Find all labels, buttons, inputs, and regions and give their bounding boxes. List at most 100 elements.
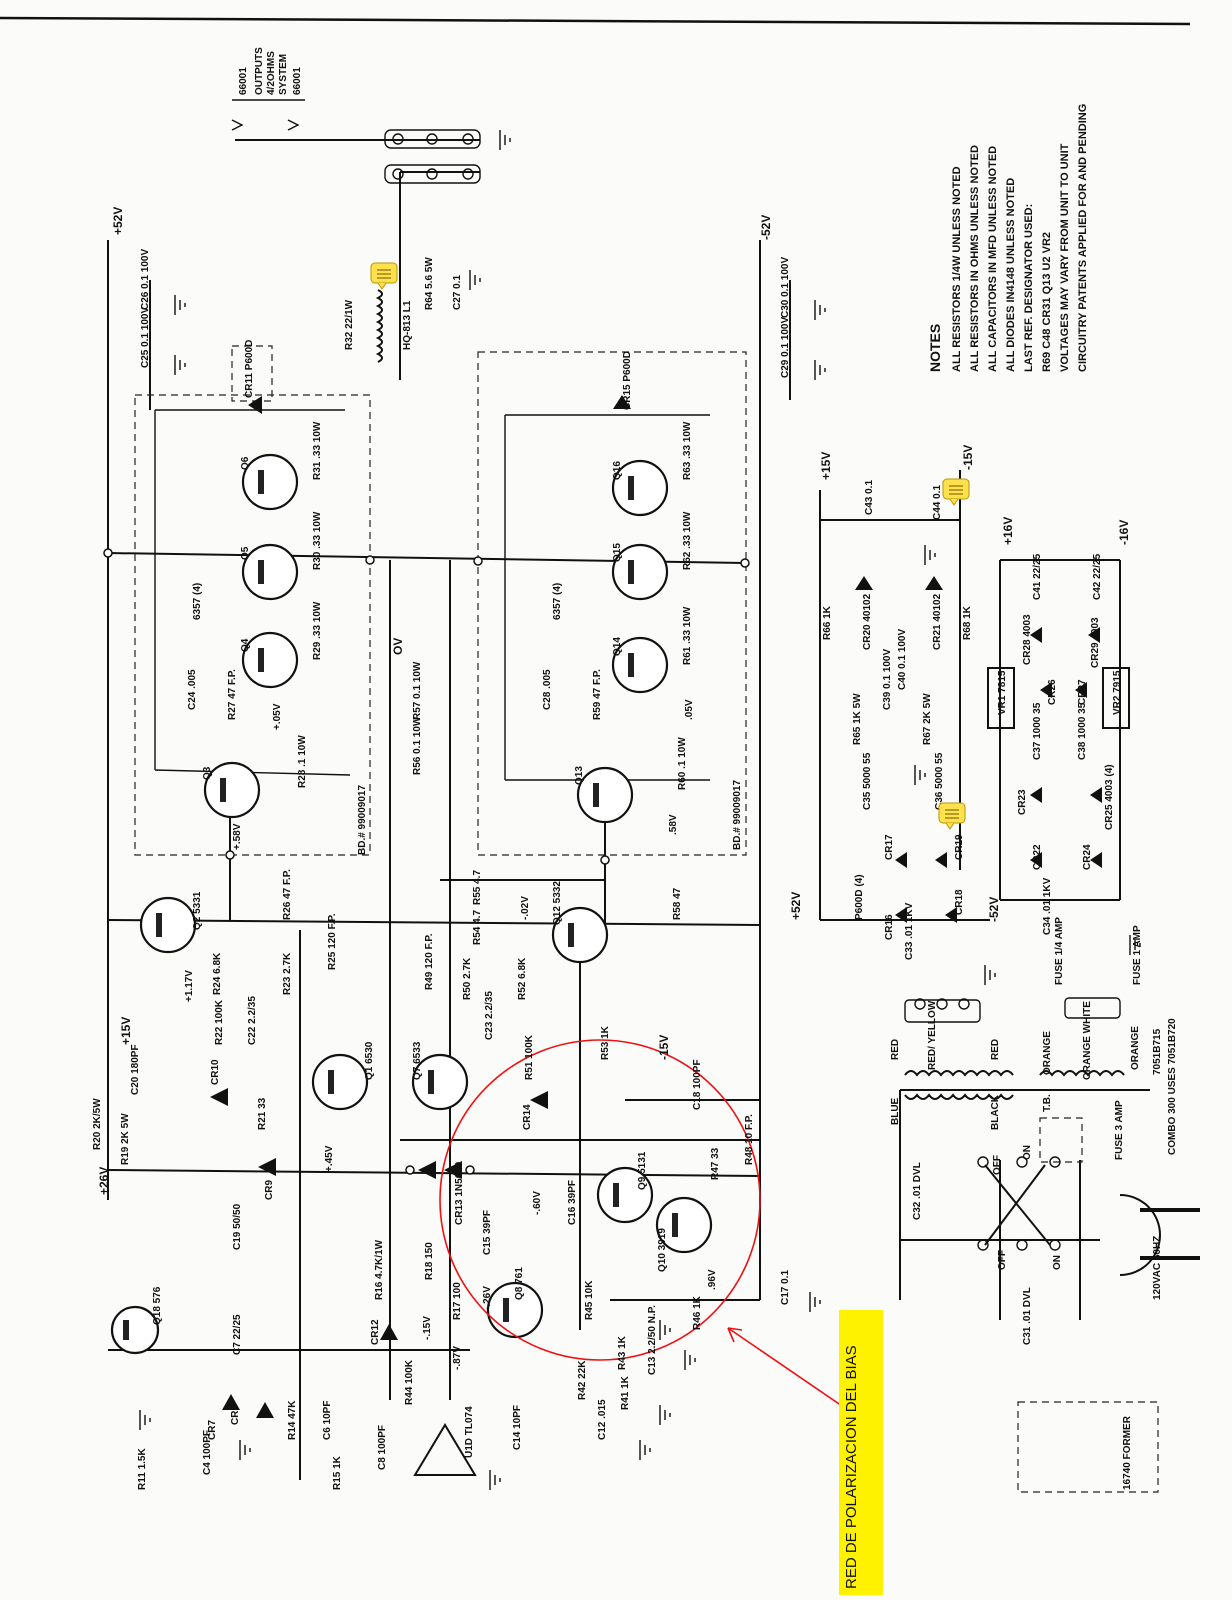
label-neg52b: -52V [987, 897, 1001, 922]
label-vr2: VR2 7915 [1112, 670, 1123, 715]
label-v15m: -.15V [422, 1316, 433, 1340]
label-on1: ON [1022, 1145, 1033, 1160]
comment-marker-icon[interactable] [370, 262, 398, 290]
label-q15: Q15 [612, 543, 623, 562]
label-cr22: CR22 [1032, 844, 1043, 870]
label-v05b: .05V [684, 699, 695, 720]
label-c25: C25 0.1 100V [140, 307, 151, 368]
label-q6357a: 6357 (4) [192, 583, 203, 620]
label-r64: R64 5.6 5W [424, 257, 435, 310]
label-r32: R32 22/1W [344, 299, 355, 350]
label-orange2: ORANGE [1130, 1026, 1141, 1070]
label-v87: -.87V [452, 1346, 463, 1370]
label-r41: R41 1K [620, 1375, 631, 1410]
label-c4: C4 100PF [202, 1430, 213, 1475]
label-r25: R25 120 F.P. [327, 913, 338, 970]
label-r44: R44 100K [404, 1359, 415, 1405]
label-c39: C39 0.1 100V [882, 649, 893, 710]
comment-marker-icon[interactable] [942, 478, 970, 506]
label-neg15: -15V [657, 1035, 671, 1060]
label-r53: R53 1K [600, 1025, 611, 1060]
label-former: 16740 FORMER [1122, 1415, 1133, 1490]
label-neg15b: -15V [961, 445, 975, 470]
bias-network-highlight [439, 1039, 761, 1361]
label-r22: R22 100K [214, 999, 225, 1045]
label-c44: C44 0.1 [932, 485, 943, 520]
label-cr17: CR17 [884, 834, 895, 860]
label-c31: C31 .01 DVL [1022, 1287, 1033, 1345]
label-v60: -.60V [532, 1191, 543, 1215]
label-u1: U1D TL074 [464, 1406, 475, 1458]
label-cr15: CR15 P600D [622, 351, 633, 410]
label-r27: R27 47 F.P. [227, 669, 238, 720]
label-r61: R61 .33 10W [682, 606, 693, 665]
label-r43: R43 1K [617, 1335, 628, 1370]
label-c8: C8 100PF [377, 1425, 388, 1470]
label-c17: C17 0.1 [780, 1270, 791, 1305]
label-r65: R65 1K 5W [852, 693, 863, 745]
label-orangewhite: ORANGE WHITE [1082, 1001, 1093, 1080]
label-c15a: C15 39PF [482, 1210, 493, 1255]
speaker-line-2: OUTPUTS [254, 47, 265, 95]
label-l1: HQ-813 L1 [402, 300, 413, 350]
label-r23: R23 2.7K [282, 952, 293, 995]
notes-line-6: R69 C48 CR31 Q13 U2 VR2 [1041, 232, 1053, 372]
label-q8: Q8 761 [514, 1267, 525, 1300]
label-r17: R17 100 [452, 1282, 463, 1320]
label-v26: -.26V [482, 1286, 493, 1310]
label-p600d: P600D (4) [854, 874, 865, 920]
label-c29: C29 0.1 100V [780, 317, 791, 378]
label-cr24: CR24 [1082, 844, 1093, 870]
label-r54: R54 4.7 [472, 910, 483, 945]
notes-line-7: VOLTAGES MAY VARY FROM UNIT TO UNIT [1059, 143, 1071, 372]
label-black: BLACK [990, 1094, 1001, 1130]
label-r56: R56 0.1 10W [412, 716, 423, 775]
label-v02: -.02V [520, 896, 531, 920]
label-combo: COMBO 300 USES 7051B720 [1167, 1018, 1178, 1155]
notes-block: NOTES ALL RESISTORS 1/4W UNLESS NOTED AL… [927, 104, 1089, 372]
notes-line-5: LAST REF. DESIGNATOR USED: [1023, 204, 1035, 372]
notes-title: NOTES [927, 324, 943, 372]
label-neg52: -52V [759, 215, 773, 240]
label-r31: R31 .33 10W [312, 421, 323, 480]
transformer-box [1017, 1401, 1159, 1493]
label-r68: R68 1K [962, 605, 973, 640]
label-r52: R52 6.8K [517, 957, 528, 1000]
label-c24: C24 .005 [187, 669, 198, 710]
output-module-box-right [477, 351, 747, 856]
label-pos52: +52V [111, 207, 125, 235]
notes-line-4: ALL DIODES IN4148 UNLESS NOTED [1005, 178, 1017, 372]
label-c34: C34 .01 1KV [1042, 877, 1053, 935]
label-r21: R21 33 [257, 1097, 268, 1130]
label-cr9: CR9 [264, 1180, 275, 1200]
label-mains: 120VAC 60HZ [1152, 1236, 1163, 1300]
label-q5: Q5 [240, 546, 251, 560]
label-r58: R58 47 [672, 887, 683, 920]
label-q12: Q12 5332 [552, 881, 563, 925]
label-q6: Q6 [240, 456, 251, 470]
label-cr28: CR28 4003 [1022, 614, 1033, 665]
label-bd2: BD.# 99009017 [732, 780, 743, 850]
top-border-line [0, 16, 1191, 26]
label-v45: +.45V [324, 1145, 335, 1172]
label-c32: C32 .01 DVL [912, 1162, 923, 1220]
ground-symbols [139, 130, 1141, 1490]
label-v117: +1.17V [184, 970, 195, 1002]
speaker-line-3: 4/2OHMS [266, 51, 277, 95]
label-r28: R28 .1 10W [297, 735, 308, 788]
label-q4: Q4 [240, 638, 251, 652]
label-c27: C27 0.1 [452, 275, 463, 310]
comment-marker-icon[interactable] [938, 802, 966, 830]
label-c6: C6 10PF [322, 1401, 333, 1440]
transformer-secondary [904, 1070, 1125, 1077]
vr2-body [1102, 667, 1130, 729]
label-c22: C22 2.2/35 [247, 996, 258, 1045]
node-dots [103, 548, 750, 1175]
label-cr23: CR23 [1017, 789, 1028, 815]
label-r60: R60 .1 10W [677, 737, 688, 790]
label-q14: Q14 [612, 637, 623, 656]
label-r14: R14 47K [287, 1400, 298, 1440]
label-r51: R51 100K [524, 1034, 535, 1080]
label-cr21: CR21 40102 [932, 593, 943, 650]
